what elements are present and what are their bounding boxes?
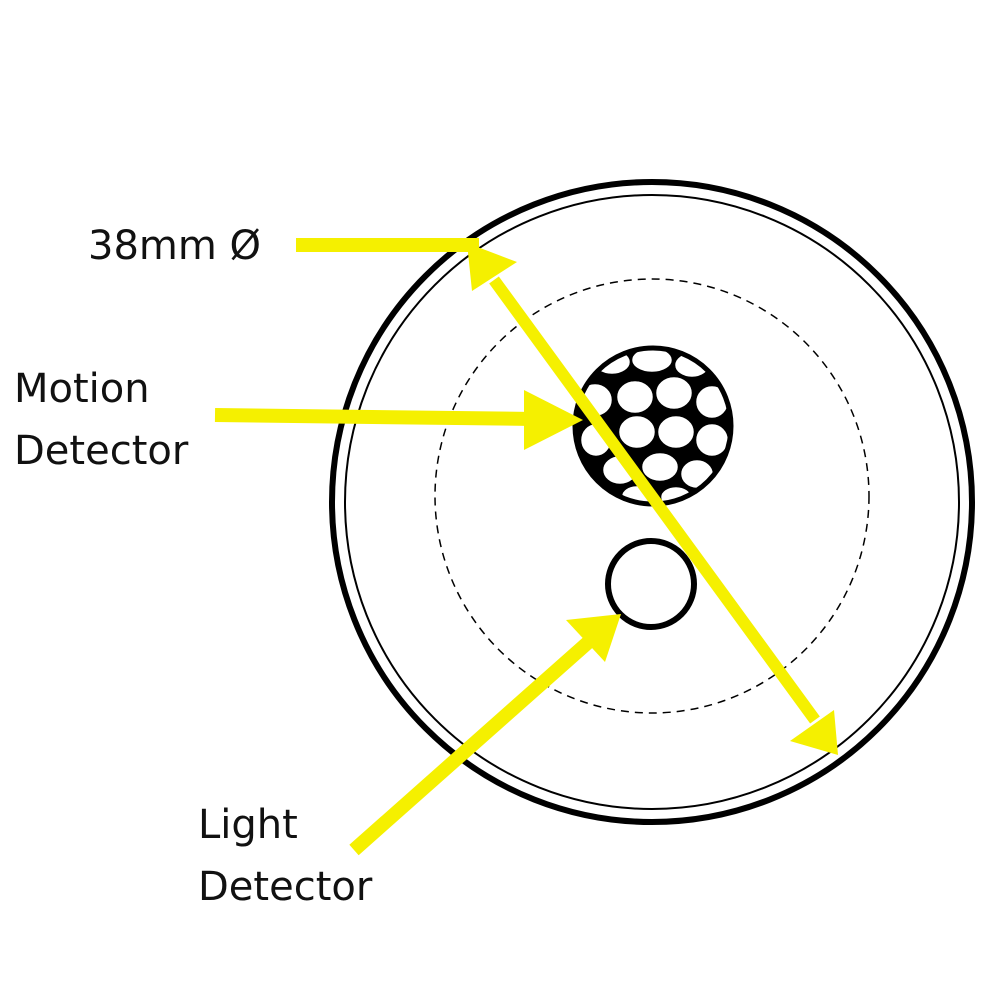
diameter-label: 38mm Ø xyxy=(88,215,261,277)
motion-detector-label: Motion Detector xyxy=(14,358,188,482)
diameter-arrow-shaft xyxy=(489,276,820,724)
light-detector-label: Light Detector xyxy=(198,794,372,918)
motion-arrowhead xyxy=(524,390,583,450)
motion-detector-lens xyxy=(572,345,734,507)
dashed-detection-ring xyxy=(434,278,870,714)
diameter-label-text: 38mm Ø xyxy=(88,223,262,269)
diameter-arrowhead-top xyxy=(467,243,517,291)
light-arrowhead xyxy=(566,614,621,662)
diameter-arrowhead-bottom xyxy=(790,710,838,755)
light-arrow-shaft xyxy=(349,632,598,856)
light-label-line2: Detector xyxy=(198,864,373,910)
motion-arrow-shaft xyxy=(214,408,536,426)
annotation-arrows xyxy=(214,238,838,856)
motion-label-line1: Motion xyxy=(14,366,150,412)
light-detector xyxy=(605,538,697,630)
light-label-line1: Light xyxy=(198,802,298,848)
device-inner-ring xyxy=(344,194,960,810)
motion-label-line2: Detector xyxy=(14,428,189,474)
